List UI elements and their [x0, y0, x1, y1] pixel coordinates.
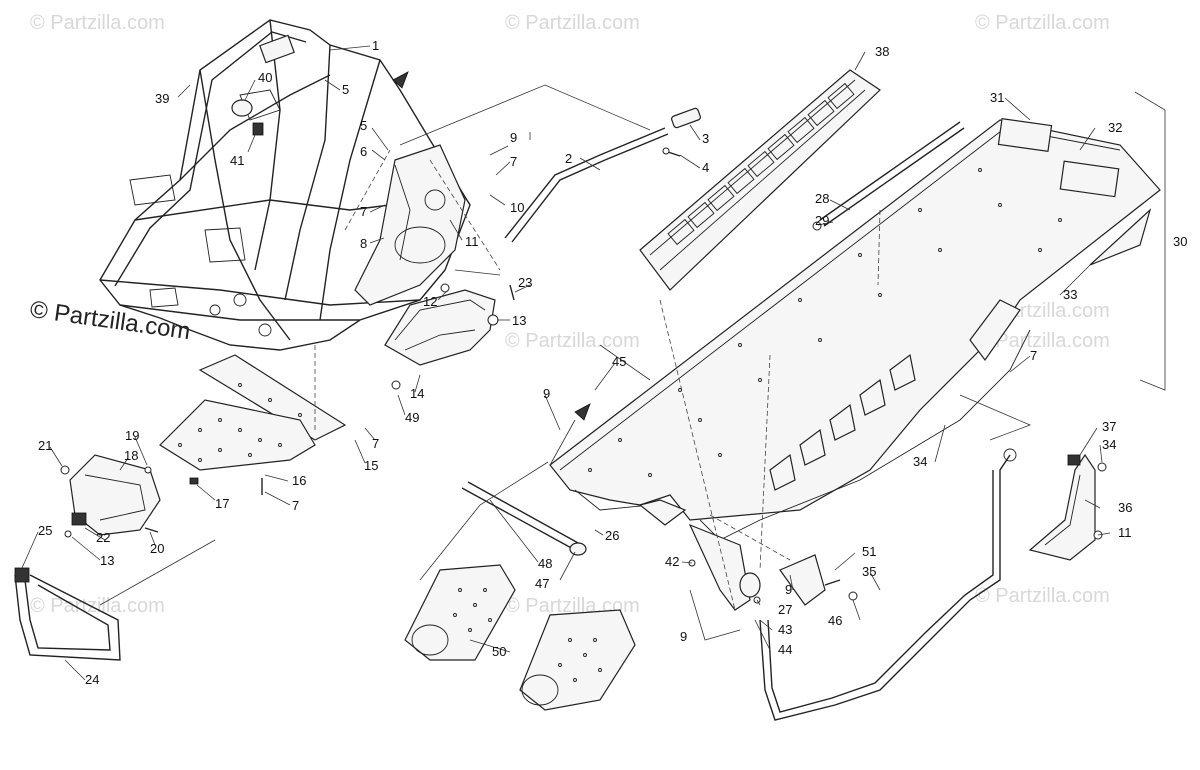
callout-4: 4 [702, 160, 709, 175]
callout-44: 44 [778, 642, 792, 657]
callout-6: 6 [360, 144, 367, 159]
callout-50: 50 [492, 644, 506, 659]
heat-exchanger [639, 69, 881, 291]
callout-21: 21 [38, 438, 52, 453]
callout-33: 33 [1063, 287, 1077, 302]
callout-47: 47 [535, 576, 549, 591]
callout-46: 46 [828, 613, 842, 628]
callout-11: 11 [1118, 525, 1132, 540]
callout-1: 1 [372, 38, 379, 53]
callout-36: 36 [1118, 500, 1132, 515]
callout-7: 7 [1030, 348, 1037, 363]
callout-17: 17 [215, 496, 229, 511]
watermark: © Partzilla.com [505, 12, 640, 34]
callout-14: 14 [410, 386, 424, 401]
callout-32: 32 [1108, 120, 1122, 135]
callout-22: 22 [96, 530, 110, 545]
callout-26: 26 [605, 528, 619, 543]
callout-15: 15 [364, 458, 378, 473]
callout-10: 10 [510, 200, 524, 215]
watermark: © Partzilla.com [30, 12, 165, 34]
callout-30: 30 [1173, 234, 1187, 249]
rod [819, 121, 961, 221]
rod [823, 127, 965, 227]
callout-5: 5 [342, 82, 349, 97]
callout-7: 7 [360, 204, 367, 219]
callout-7: 7 [372, 436, 379, 451]
callout-42: 42 [665, 554, 679, 569]
watermark: © Partzilla.com [505, 330, 640, 352]
callout-9: 9 [543, 386, 550, 401]
callouts: 1 40 39 5 41 5 6 7 8 9 7 10 11 2 3 4 23 … [38, 38, 1187, 687]
callout-23: 23 [518, 275, 532, 290]
callout-19: 19 [125, 428, 139, 443]
callout-13: 13 [512, 313, 526, 328]
axle-shaft [461, 481, 587, 556]
callout-34: 34 [1102, 437, 1116, 452]
nut [812, 221, 822, 231]
callout-7: 7 [510, 154, 517, 169]
callout-13: 13 [100, 553, 114, 568]
steering-tube [504, 107, 701, 243]
callout-18: 18 [124, 448, 138, 463]
callout-24: 24 [85, 672, 99, 687]
callout-28: 28 [815, 191, 829, 206]
front-bumper [14, 567, 121, 661]
callout-25: 25 [38, 523, 52, 538]
callout-11: 11 [465, 234, 479, 249]
frame-assembly [99, 19, 471, 351]
rear-bumper [759, 448, 1017, 721]
callout-12: 12 [423, 294, 437, 309]
callout-2: 2 [565, 151, 572, 166]
arrow-marker [392, 71, 409, 89]
callout-35: 35 [862, 564, 876, 579]
callout-9: 9 [785, 582, 792, 597]
callout-16: 16 [292, 473, 306, 488]
callout-9: 9 [510, 130, 517, 145]
callout-38: 38 [875, 44, 889, 59]
callout-3: 3 [702, 131, 709, 146]
callout-39: 39 [155, 91, 169, 106]
rear-bracket [1028, 453, 1107, 561]
callout-43: 43 [778, 622, 792, 637]
watermark: © Partzilla.com [30, 595, 165, 617]
callout-40: 40 [258, 70, 272, 85]
leader-lines [21, 45, 1111, 681]
callout-48: 48 [538, 556, 552, 571]
callout-20: 20 [150, 541, 164, 556]
callout-51: 51 [862, 544, 876, 559]
callout-45: 45 [612, 354, 626, 369]
tunnel-assembly [549, 117, 1161, 541]
bracket-assembly [60, 454, 161, 538]
side-plate [404, 564, 636, 711]
callout-41: 41 [230, 153, 244, 168]
watermark: © Partzilla.com [975, 330, 1110, 352]
bracket-line [1134, 91, 1166, 391]
skid-plate [159, 354, 347, 495]
assembly-lines [99, 84, 1032, 641]
callout-37: 37 [1102, 419, 1116, 434]
callout-34: 34 [913, 454, 927, 469]
watermark: © Partzilla.com [975, 585, 1110, 607]
arrow-marker [574, 403, 591, 421]
footrest-bracket [384, 283, 515, 390]
callout-7: 7 [292, 498, 299, 513]
callout-49: 49 [405, 410, 419, 425]
callout-9: 9 [680, 629, 687, 644]
callout-31: 31 [990, 90, 1004, 105]
callout-5: 5 [360, 118, 367, 133]
watermark: © Partzilla.com [975, 12, 1110, 34]
callout-29: 29 [815, 213, 829, 228]
callout-27: 27 [778, 602, 792, 617]
callout-8: 8 [360, 236, 367, 251]
brace [688, 523, 858, 611]
